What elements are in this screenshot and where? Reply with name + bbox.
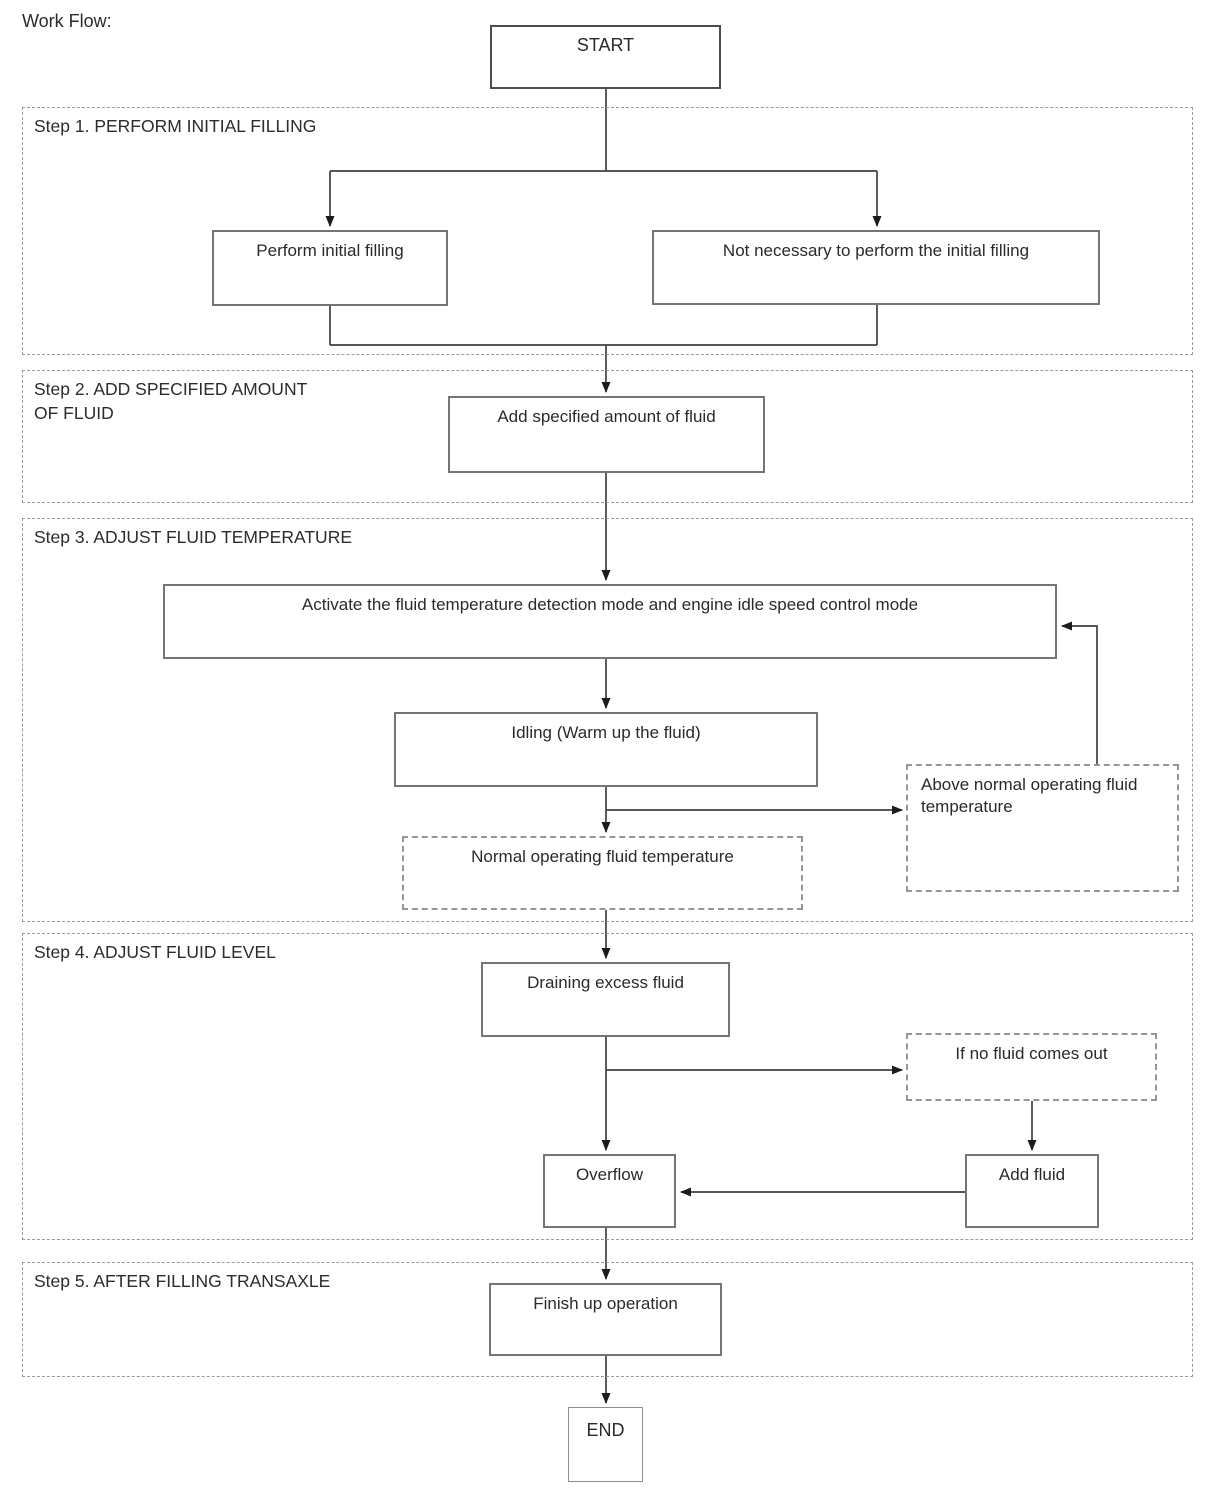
step3-label: Step 3. ADJUST FLUID TEMPERATURE	[34, 527, 352, 547]
idling-node: Idling (Warm up the fluid)	[394, 712, 818, 787]
step2-label: Step 2. ADD SPECIFIED AMOUNT OF FLUID	[34, 379, 308, 423]
perform-initial-filling-node: Perform initial filling	[212, 230, 448, 306]
step1-container: Step 1. PERFORM INITIAL FILLING	[22, 107, 1193, 355]
step2-container: Step 2. ADD SPECIFIED AMOUNT OF FLUID	[22, 370, 1193, 503]
start-node: START	[490, 25, 721, 89]
add-specified-amount-node: Add specified amount of fluid	[448, 396, 765, 473]
step1-label: Step 1. PERFORM INITIAL FILLING	[34, 116, 317, 136]
overflow-node: Overflow	[543, 1154, 676, 1228]
above-normal-temp-node: Above normal operating fluid temperature	[906, 764, 1179, 892]
draining-excess-fluid-node: Draining excess fluid	[481, 962, 730, 1037]
end-node: END	[568, 1407, 643, 1482]
step3-container: Step 3. ADJUST FLUID TEMPERATURE	[22, 518, 1193, 922]
if-no-fluid-node: If no fluid comes out	[906, 1033, 1157, 1101]
page-title: Work Flow:	[22, 11, 112, 31]
not-necessary-node: Not necessary to perform the initial fil…	[652, 230, 1100, 305]
step5-container: Step 5. AFTER FILLING TRANSAXLE	[22, 1262, 1193, 1377]
normal-operating-temp-node: Normal operating fluid temperature	[402, 836, 803, 910]
activate-detection-mode-node: Activate the fluid temperature detection…	[163, 584, 1057, 659]
step5-label: Step 5. AFTER FILLING TRANSAXLE	[34, 1271, 331, 1291]
step4-label: Step 4. ADJUST FLUID LEVEL	[34, 942, 276, 962]
finish-up-operation-node: Finish up operation	[489, 1283, 722, 1356]
add-fluid-node: Add fluid	[965, 1154, 1099, 1228]
step4-container: Step 4. ADJUST FLUID LEVEL	[22, 933, 1193, 1240]
